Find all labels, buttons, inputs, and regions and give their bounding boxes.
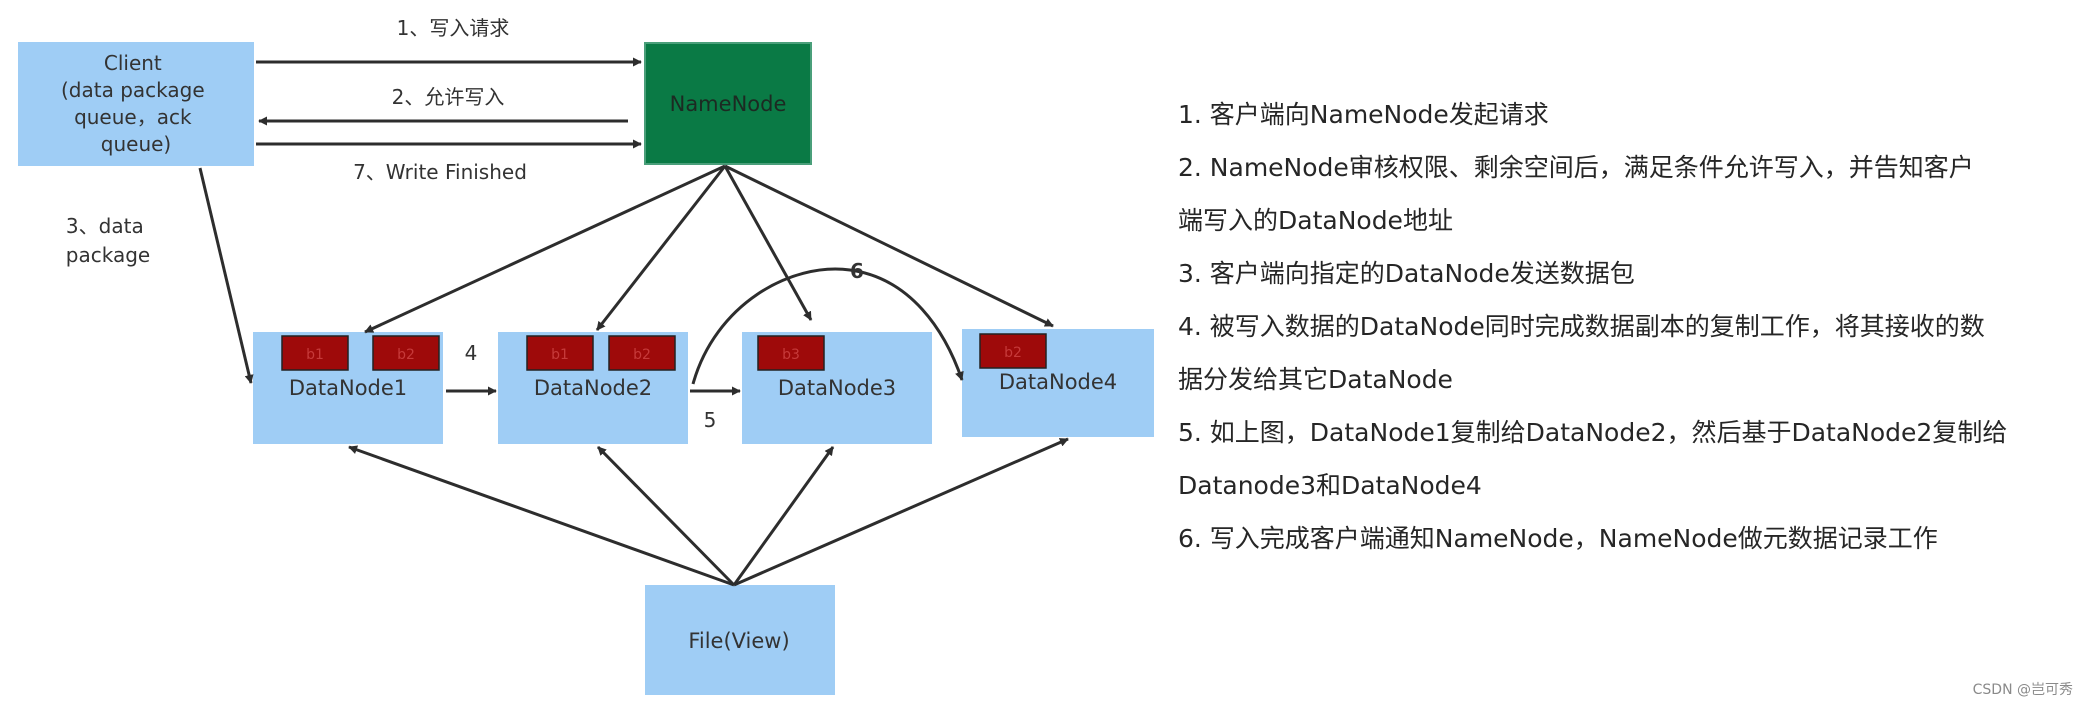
step-list: 1. 客户端向NameNode发起请求 2. NameNode审核权限、剩余空间… [1178, 88, 2078, 565]
label-step-5: 5 [704, 408, 717, 432]
block-b2: b2 [397, 347, 415, 363]
arrow-namenode-dn1 [364, 164, 726, 334]
block-b3: b3 [782, 347, 800, 363]
datanode1-node: b1 b2 DataNode1 [253, 332, 443, 444]
step-4-line1: 4. 被写入数据的DataNode同时完成数据副本的复制工作，将其接收的数 [1178, 312, 1985, 341]
svg-text:3、data package: 3、data package [66, 214, 150, 267]
step-4-line2: 据分发给其它DataNode [1178, 365, 1453, 394]
step-2-line1: 2. NameNode审核权限、剩余空间后，满足条件允许写入，并告知客户 [1178, 153, 1974, 182]
arrow-file-dn4 [733, 437, 1069, 587]
step-5-line1: 5. 如上图，DataNode1复制给DataNode2，然后基于DataNod… [1178, 418, 2008, 447]
client-node: Client (data package queue，ack queue) [18, 42, 254, 166]
block-b2: b2 [633, 347, 651, 363]
label-write-request: 1、写入请求 [397, 16, 510, 40]
block-b1: b1 [551, 347, 569, 363]
block-b1: b1 [306, 347, 324, 363]
file-view-node: File(View) [645, 585, 835, 695]
step-2-line2: 端写入的DataNode地址 [1178, 206, 1453, 235]
arrow-data-package [198, 167, 254, 384]
datanode2-node: b1 b2 DataNode2 [498, 332, 688, 444]
datanode4-label: DataNode4 [999, 370, 1117, 394]
step-6: 6. 写入完成客户端通知NameNode，NameNode做元数据记录工作 [1178, 524, 1938, 553]
block-b2: b2 [1004, 345, 1022, 361]
watermark: CSDN @岂可秀 [1972, 682, 2073, 698]
arrow-file-dn1 [348, 445, 735, 587]
label-step-6: 6 [850, 259, 864, 283]
arrow-namenode-dn2 [595, 165, 727, 331]
label-allow-write: 2、允许写入 [392, 85, 505, 109]
namenode-node: NameNode [644, 42, 812, 165]
hdfs-write-diagram: Client (data package queue，ack queue) Na… [18, 16, 1154, 695]
arrow-dn2-dn4-curve [691, 267, 964, 385]
label-data-package-line1: 3、data [66, 214, 144, 238]
namenode-label: NameNode [670, 92, 787, 116]
svg-text:Client (data package: Client (data package queue，ack queue) [61, 51, 211, 156]
arrow-file-dn3 [732, 446, 835, 586]
datanode1-label: DataNode1 [289, 376, 407, 400]
client-label-line2: (data package [61, 78, 205, 102]
label-write-finished: 7、Write Finished [353, 160, 527, 184]
arrow-namenode-dn3 [723, 165, 813, 321]
datanode3-label: DataNode3 [778, 376, 896, 400]
arrow-namenode-dn4 [724, 164, 1054, 328]
step-3: 3. 客户端向指定的DataNode发送数据包 [1178, 259, 1635, 288]
datanode3-node: b3 DataNode3 [742, 332, 932, 444]
label-data-package-line2: package [66, 243, 150, 267]
client-label-line1: Client [104, 51, 162, 75]
client-label-line3: queue，ack [74, 105, 192, 129]
step-5-line2: Datanode3和DataNode4 [1178, 471, 1482, 500]
datanode4-node: b2 DataNode4 [962, 329, 1154, 437]
label-step-4: 4 [465, 341, 478, 365]
arrow-file-dn2 [596, 445, 736, 587]
client-label-line4: queue) [101, 132, 171, 156]
datanode2-label: DataNode2 [534, 376, 652, 400]
step-1: 1. 客户端向NameNode发起请求 [1178, 100, 1549, 129]
file-view-label: File(View) [688, 629, 789, 653]
